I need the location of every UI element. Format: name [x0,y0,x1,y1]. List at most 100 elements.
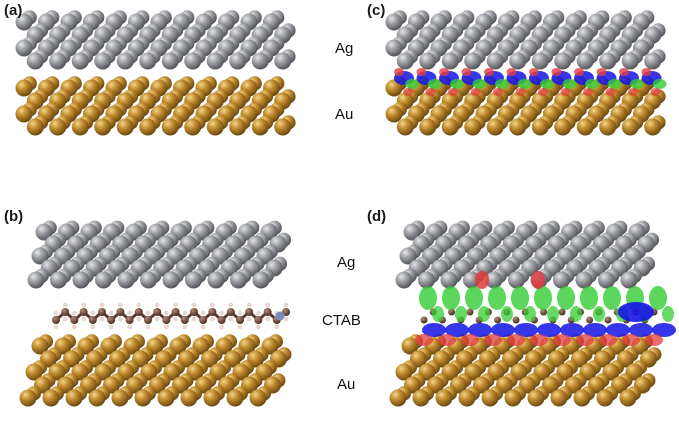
density-blob-green [419,286,437,310]
silver-atom [162,271,180,289]
gold-atom [65,389,83,407]
hydrogen-atom [118,316,123,322]
density-blob-red [599,334,617,346]
silver-atom [117,271,135,289]
hydrogen-atom [200,310,206,316]
gold-atom [226,389,244,407]
gold-atom [229,118,247,136]
hydrogen-atom [164,310,169,316]
material-label-au-bottom: Au [337,376,356,393]
carbon-atom [98,308,106,316]
hydrogen-atom [136,302,142,308]
density-blob-red [538,88,548,96]
density-blob-blue [606,323,630,337]
density-blob-blue [422,323,446,337]
density-blob-green [432,306,444,322]
hydrogen-atom [173,302,179,308]
carbon-atom [61,308,70,316]
density-blob-red [461,334,479,346]
density-blob-green [495,79,509,89]
carbon-atom [604,316,612,324]
density-blob-red [645,334,663,346]
gold-atom [15,105,33,123]
density-blob-red [470,88,481,96]
hydrogen-atom [265,302,270,308]
hydrogen-atom [237,324,243,330]
hydrogen-atom [154,316,160,322]
hydrogen-atom [246,302,252,308]
density-blob-green [540,79,554,89]
hydrogen-atom [154,302,160,308]
density-blob-green [501,306,513,322]
silver-atom [576,52,594,70]
density-blob-blue [618,302,654,322]
gold-atom [203,389,221,407]
density-blob-green [557,286,575,310]
hydrogen-atom [145,324,151,330]
gold-atom [458,389,476,407]
atom-layer [15,10,666,407]
silver-atom [399,247,417,265]
hydrogen-atom [118,302,123,308]
silver-atom [116,52,134,70]
carbon-atom [448,308,456,316]
gold-atom [19,389,37,407]
gold-atom [157,389,175,407]
gold-atom [599,118,617,136]
density-blob-green [547,306,559,322]
density-blob-green [662,306,674,322]
gold-atom [509,118,527,136]
density-blob-red [530,334,548,346]
gold-atom [481,389,499,407]
hydrogen-atom [283,302,289,308]
silver-atom [49,52,67,70]
silver-atom [161,52,179,70]
density-blob-red [439,68,449,76]
gold-atom [486,118,504,136]
carbon-atom [134,308,143,316]
gold-atom [576,118,594,136]
density-blob-green [488,286,506,310]
carbon-atom [540,308,548,316]
hydrogen-atom [53,310,59,316]
density-blob-red [415,334,433,346]
hydrogen-atom [228,302,234,308]
gold-atom [206,118,224,136]
density-blob-red [403,88,413,96]
density-blob-red [619,68,629,76]
silver-atom [27,271,45,289]
gold-atom [180,389,198,407]
silver-atom [464,52,482,70]
carbon-atom [199,316,208,324]
density-blob-blue [514,323,538,337]
silver-atom [440,271,458,289]
gold-atom [464,118,482,136]
carbon-atom [153,308,162,316]
silver-atom [485,271,503,289]
density-blob-red [461,68,472,76]
silver-atom [274,52,292,70]
gold-atom [621,118,639,136]
gold-atom [161,118,179,136]
hydrogen-atom [219,324,225,330]
hydrogen-atom [210,316,215,322]
silver-atom [403,223,421,241]
hydrogen-atom [72,324,77,330]
gold-atom [139,118,157,136]
density-blob-red [425,88,436,96]
density-blob-green [630,79,644,89]
gold-atom [573,389,591,407]
carbon-atom [70,316,79,324]
hydrogen-atom [219,310,225,316]
density-blob-red [484,68,494,76]
density-blob-green [562,79,577,89]
silver-atom [598,271,615,289]
density-blob-red [531,271,545,289]
gold-atom [504,389,522,407]
hydrogen-atom [200,324,206,330]
gold-atom [619,389,637,407]
carbon-atom [236,316,244,324]
gold-atom [94,118,112,136]
gold-atom [25,363,43,381]
